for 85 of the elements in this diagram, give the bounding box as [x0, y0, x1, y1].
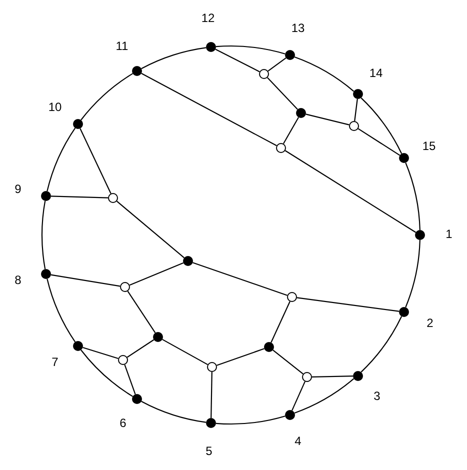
open-vertex	[120, 282, 130, 292]
edge-line	[80, 128, 112, 194]
filled-vertex	[41, 269, 51, 279]
vertex-number: 6	[120, 416, 126, 430]
circle-arc	[46, 128, 76, 192]
filled-vertex	[132, 66, 142, 76]
edge-line	[82, 346, 118, 360]
vertex-number: 15	[422, 139, 436, 153]
edge-line	[270, 301, 290, 343]
vertex-number: 12	[201, 11, 215, 25]
edge-line	[50, 196, 108, 198]
circle-arc	[294, 56, 354, 92]
filled-vertex	[183, 256, 193, 266]
circle-arc	[46, 278, 76, 342]
edge-line	[210, 372, 212, 418]
vertex-number: 9	[14, 182, 22, 196]
edge-line	[268, 58, 286, 72]
open-vertex	[118, 355, 128, 365]
edge-line	[267, 77, 298, 110]
edge-line	[306, 114, 350, 126]
circle-arc	[80, 73, 134, 120]
circle-arc	[141, 47, 206, 70]
filled-vertex	[73, 341, 83, 351]
edge-line	[284, 150, 416, 233]
edge-line	[283, 117, 299, 144]
edge-line	[129, 262, 184, 286]
filled-vertex	[415, 230, 425, 240]
vertex-number: 2	[426, 316, 434, 330]
edge-line	[127, 290, 156, 334]
circle-arc	[216, 416, 286, 424]
edge-line	[124, 364, 136, 394]
filled-vertex	[153, 332, 163, 342]
circle-arc	[41, 200, 46, 270]
edge-line	[292, 381, 306, 411]
open-vertex	[349, 121, 359, 131]
vertex-number: 11	[116, 39, 128, 53]
filled-vertex	[296, 108, 306, 118]
filled-vertex	[206, 42, 216, 52]
filled-vertex	[285, 50, 295, 60]
filled-vertex	[41, 191, 51, 201]
edge-line	[216, 348, 264, 366]
filled-vertex	[73, 119, 83, 129]
edge-line	[358, 128, 400, 156]
vertex-number: 8	[14, 273, 22, 287]
edge-line	[162, 338, 208, 366]
vertex-number: 3	[374, 389, 380, 403]
edge-line	[50, 274, 120, 287]
edge-line	[126, 339, 154, 358]
edge-line	[215, 48, 260, 72]
open-vertex	[108, 193, 118, 203]
vertex-number: 7	[52, 355, 58, 369]
open-vertex	[302, 372, 312, 382]
vertex-number: 14	[369, 66, 383, 80]
edge-line	[192, 262, 288, 296]
filled-vertex	[132, 394, 142, 404]
vertex-number: 10	[48, 100, 62, 114]
filled-vertex	[353, 371, 363, 381]
circle-arc	[80, 350, 134, 397]
filled-vertex	[285, 410, 295, 420]
circle-arc	[360, 98, 402, 154]
edge-line	[272, 350, 304, 374]
circle-arc	[360, 316, 402, 372]
filled-vertex	[399, 153, 409, 163]
edge-line	[141, 72, 277, 146]
vertex-number: 13	[291, 21, 305, 35]
edge-line	[296, 297, 400, 312]
circle-arc	[405, 162, 420, 230]
open-vertex	[259, 69, 269, 79]
filled-vertex	[206, 418, 216, 428]
open-vertex	[276, 143, 286, 153]
circle-arc	[216, 46, 286, 54]
filled-vertex	[264, 342, 274, 352]
circle-arc	[405, 240, 420, 308]
vertex-number: 4	[294, 434, 302, 448]
circle-arc	[294, 378, 354, 414]
edge-line	[354, 98, 358, 122]
edge-line	[116, 200, 185, 258]
vertex-number: 1	[446, 227, 452, 241]
filled-vertex	[353, 89, 363, 99]
circle-arc	[141, 400, 206, 423]
edge-line	[312, 376, 354, 378]
open-vertex	[287, 292, 297, 302]
filled-vertex	[399, 307, 409, 317]
vertex-number: 5	[206, 444, 212, 458]
open-vertex	[207, 362, 217, 372]
